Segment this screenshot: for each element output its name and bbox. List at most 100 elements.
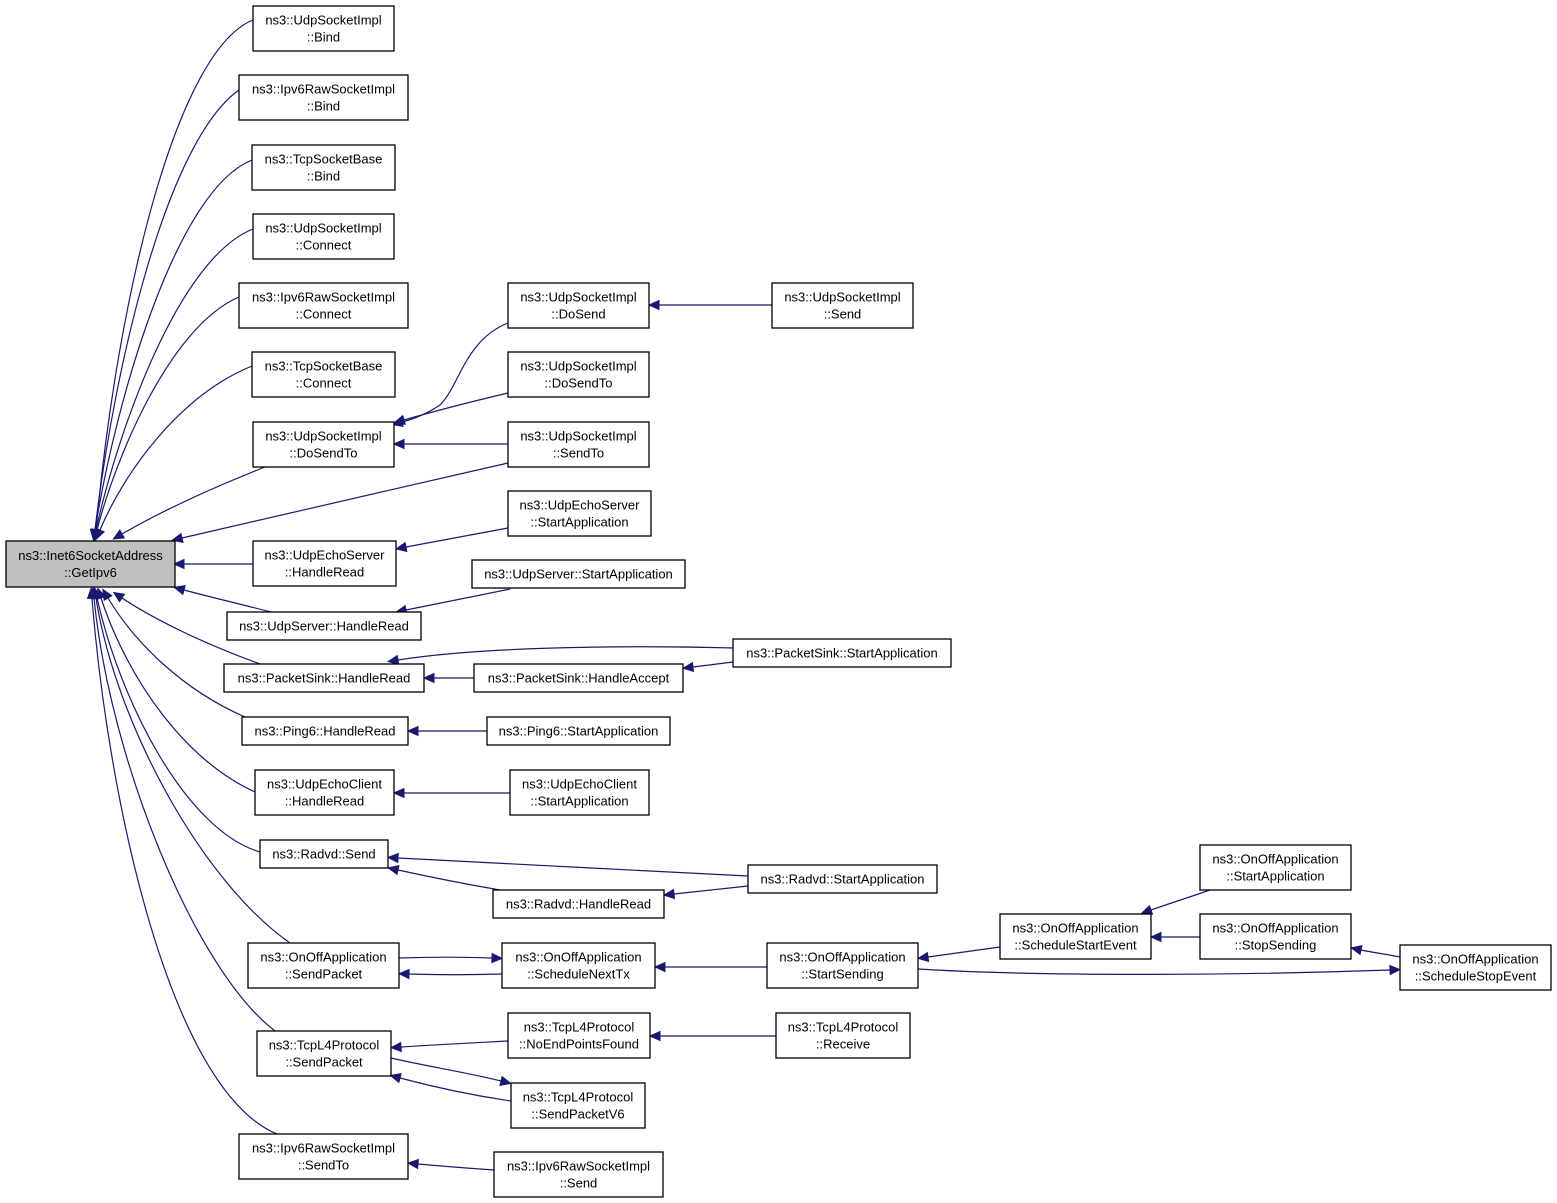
edge-line [121,466,266,535]
node-box[interactable] [1399,944,1552,991]
node-box[interactable] [1199,844,1352,891]
node-packetsink-hr[interactable]: ns3::PacketSink::HandleRead [223,663,425,693]
node-box[interactable] [238,74,409,121]
node-udp-dosendto-l[interactable]: ns3::UdpSocketImpl::DoSendTo [252,421,395,468]
node-box[interactable] [747,864,938,894]
node-tcpl4-noend[interactable]: ns3::TcpL4Protocol::NoEndPointsFound [507,1012,651,1059]
node-raw-bind[interactable]: ns3::Ipv6RawSocketImpl::Bind [238,74,409,121]
node-tcp-connect[interactable]: ns3::TcpSocketBase::Connect [251,351,396,398]
node-box[interactable] [252,5,395,52]
edge-udpechoserver-sa-to-udpechoserver-hr [394,527,509,553]
node-packetsink-ha[interactable]: ns3::PacketSink::HandleAccept [473,663,684,693]
node-onoff-sendpacket[interactable]: ns3::OnOffApplication::SendPacket [247,942,400,989]
node-box[interactable] [507,351,650,398]
node-radvd-hr[interactable]: ns3::Radvd::HandleRead [492,889,665,919]
edge-line [95,228,254,531]
edge-tcpl4-sendpacket-to-root [88,586,276,1032]
node-box[interactable] [252,540,397,587]
node-raw-connect[interactable]: ns3::Ipv6RawSocketImpl::Connect [238,282,409,329]
node-box[interactable] [256,1030,392,1077]
arrowhead [422,672,435,684]
edge-line [400,1040,509,1048]
node-udpechoserver-sa[interactable]: ns3::UdpEchoServer::StartApplication [507,490,652,537]
node-onoff-sa[interactable]: ns3::OnOffApplication::StartApplication [1199,844,1352,891]
node-box[interactable] [771,282,914,329]
node-box[interactable] [510,1082,646,1129]
node-box[interactable] [251,351,396,398]
node-box[interactable] [251,144,396,191]
node-box[interactable] [999,913,1152,960]
node-ping6-sa[interactable]: ns3::Ping6::StartApplication [486,716,671,746]
edge-tcpl4-noend-to-tcpl4-sendpacket [389,1040,509,1053]
node-box[interactable] [241,716,409,746]
node-udpserver-hr[interactable]: ns3::UdpServer::HandleRead [226,611,422,641]
node-label-line: ns3::Ipv6RawSocketImpl [252,290,395,305]
node-onoff-schednext[interactable]: ns3::OnOffApplication::ScheduleNextTx [501,942,656,989]
node-box[interactable] [471,559,686,589]
edge-udpechoserver-hr-to-root [172,558,253,570]
node-udp-sendto[interactable]: ns3::UdpSocketImpl::SendTo [507,421,650,468]
node-packetsink-sa[interactable]: ns3::PacketSink::StartApplication [732,638,952,668]
node-label-line: ns3::Radvd::HandleRead [506,897,651,912]
node-tcpl4-receive[interactable]: ns3::TcpL4Protocol::Receive [775,1012,911,1059]
node-radvd-sa[interactable]: ns3::Radvd::StartApplication [747,864,938,894]
node-root[interactable]: ns3::Inet6SocketAddress::GetIpv6 [5,540,176,588]
node-udpechoclient-sa[interactable]: ns3::UdpEchoClient::StartApplication [509,769,650,816]
arrowhead [647,299,660,311]
node-onoff-schedstop[interactable]: ns3::OnOffApplication::ScheduleStopEvent [1399,944,1552,991]
node-box[interactable] [223,663,425,693]
node-tcp-bind[interactable]: ns3::TcpSocketBase::Bind [251,144,396,191]
node-box[interactable] [473,663,684,693]
node-box[interactable] [1199,913,1352,960]
node-raw-sendto[interactable]: ns3::Ipv6RawSocketImpl::SendTo [238,1133,409,1180]
edge-udp-send-to-udp-dosend [647,299,772,311]
node-radvd-send[interactable]: ns3::Radvd::Send [259,839,389,869]
node-box[interactable] [5,540,176,588]
node-box[interactable] [238,282,409,329]
edge-line [91,597,278,1135]
node-label-line: ::StartApplication [530,794,628,809]
node-udp-dosendto-r[interactable]: ns3::UdpSocketImpl::DoSendTo [507,351,650,398]
node-box[interactable] [507,1012,651,1059]
node-onoff-stopsending[interactable]: ns3::OnOffApplication::StopSending [1199,913,1352,960]
node-box[interactable] [732,638,952,668]
node-box[interactable] [252,421,395,468]
node-tcpl4-sendpacket[interactable]: ns3::TcpL4Protocol::SendPacket [256,1030,392,1077]
node-box[interactable] [259,839,389,869]
node-box[interactable] [766,942,919,989]
arrowhead [491,952,504,964]
node-onoff-startsending[interactable]: ns3::OnOffApplication::StartSending [766,942,919,989]
node-label-line: ::StopSending [1235,938,1317,953]
edge-udp-sendto-to-root [171,462,509,544]
node-ping6-hr[interactable]: ns3::Ping6::HandleRead [241,716,409,746]
node-box[interactable] [507,490,652,537]
node-udp-connect[interactable]: ns3::UdpSocketImpl::Connect [252,213,395,260]
node-box[interactable] [501,942,656,989]
arrowhead [389,1073,402,1084]
node-box[interactable] [252,213,395,260]
node-label-line: ::Send [824,307,862,322]
edge-line [96,296,240,531]
node-box[interactable] [226,611,422,641]
node-box[interactable] [486,716,671,746]
node-box[interactable] [507,421,650,468]
node-box[interactable] [247,942,400,989]
node-udp-dosend[interactable]: ns3::UdpSocketImpl::DoSend [507,282,650,329]
edge-line [401,322,509,423]
node-udpserver-sa[interactable]: ns3::UdpServer::StartApplication [471,559,686,589]
node-box[interactable] [238,1133,409,1180]
node-box[interactable] [492,889,665,919]
node-box[interactable] [775,1012,911,1059]
node-udp-bind[interactable]: ns3::UdpSocketImpl::Bind [252,5,395,52]
node-box[interactable] [254,769,395,816]
node-box[interactable] [493,1151,664,1198]
node-box[interactable] [507,282,650,329]
node-tcpl4-sendv6[interactable]: ns3::TcpL4Protocol::SendPacketV6 [510,1082,646,1129]
node-label-line: ns3::UdpSocketImpl [520,429,636,444]
node-raw-send[interactable]: ns3::Ipv6RawSocketImpl::Send [493,1151,664,1198]
node-udpechoserver-hr[interactable]: ns3::UdpEchoServer::HandleRead [252,540,397,587]
node-box[interactable] [509,769,650,816]
node-udp-send[interactable]: ns3::UdpSocketImpl::Send [771,282,914,329]
node-onoff-schedstart[interactable]: ns3::OnOffApplication::ScheduleStartEven… [999,913,1152,960]
node-udpechoclient-hr[interactable]: ns3::UdpEchoClient::HandleRead [254,769,395,816]
